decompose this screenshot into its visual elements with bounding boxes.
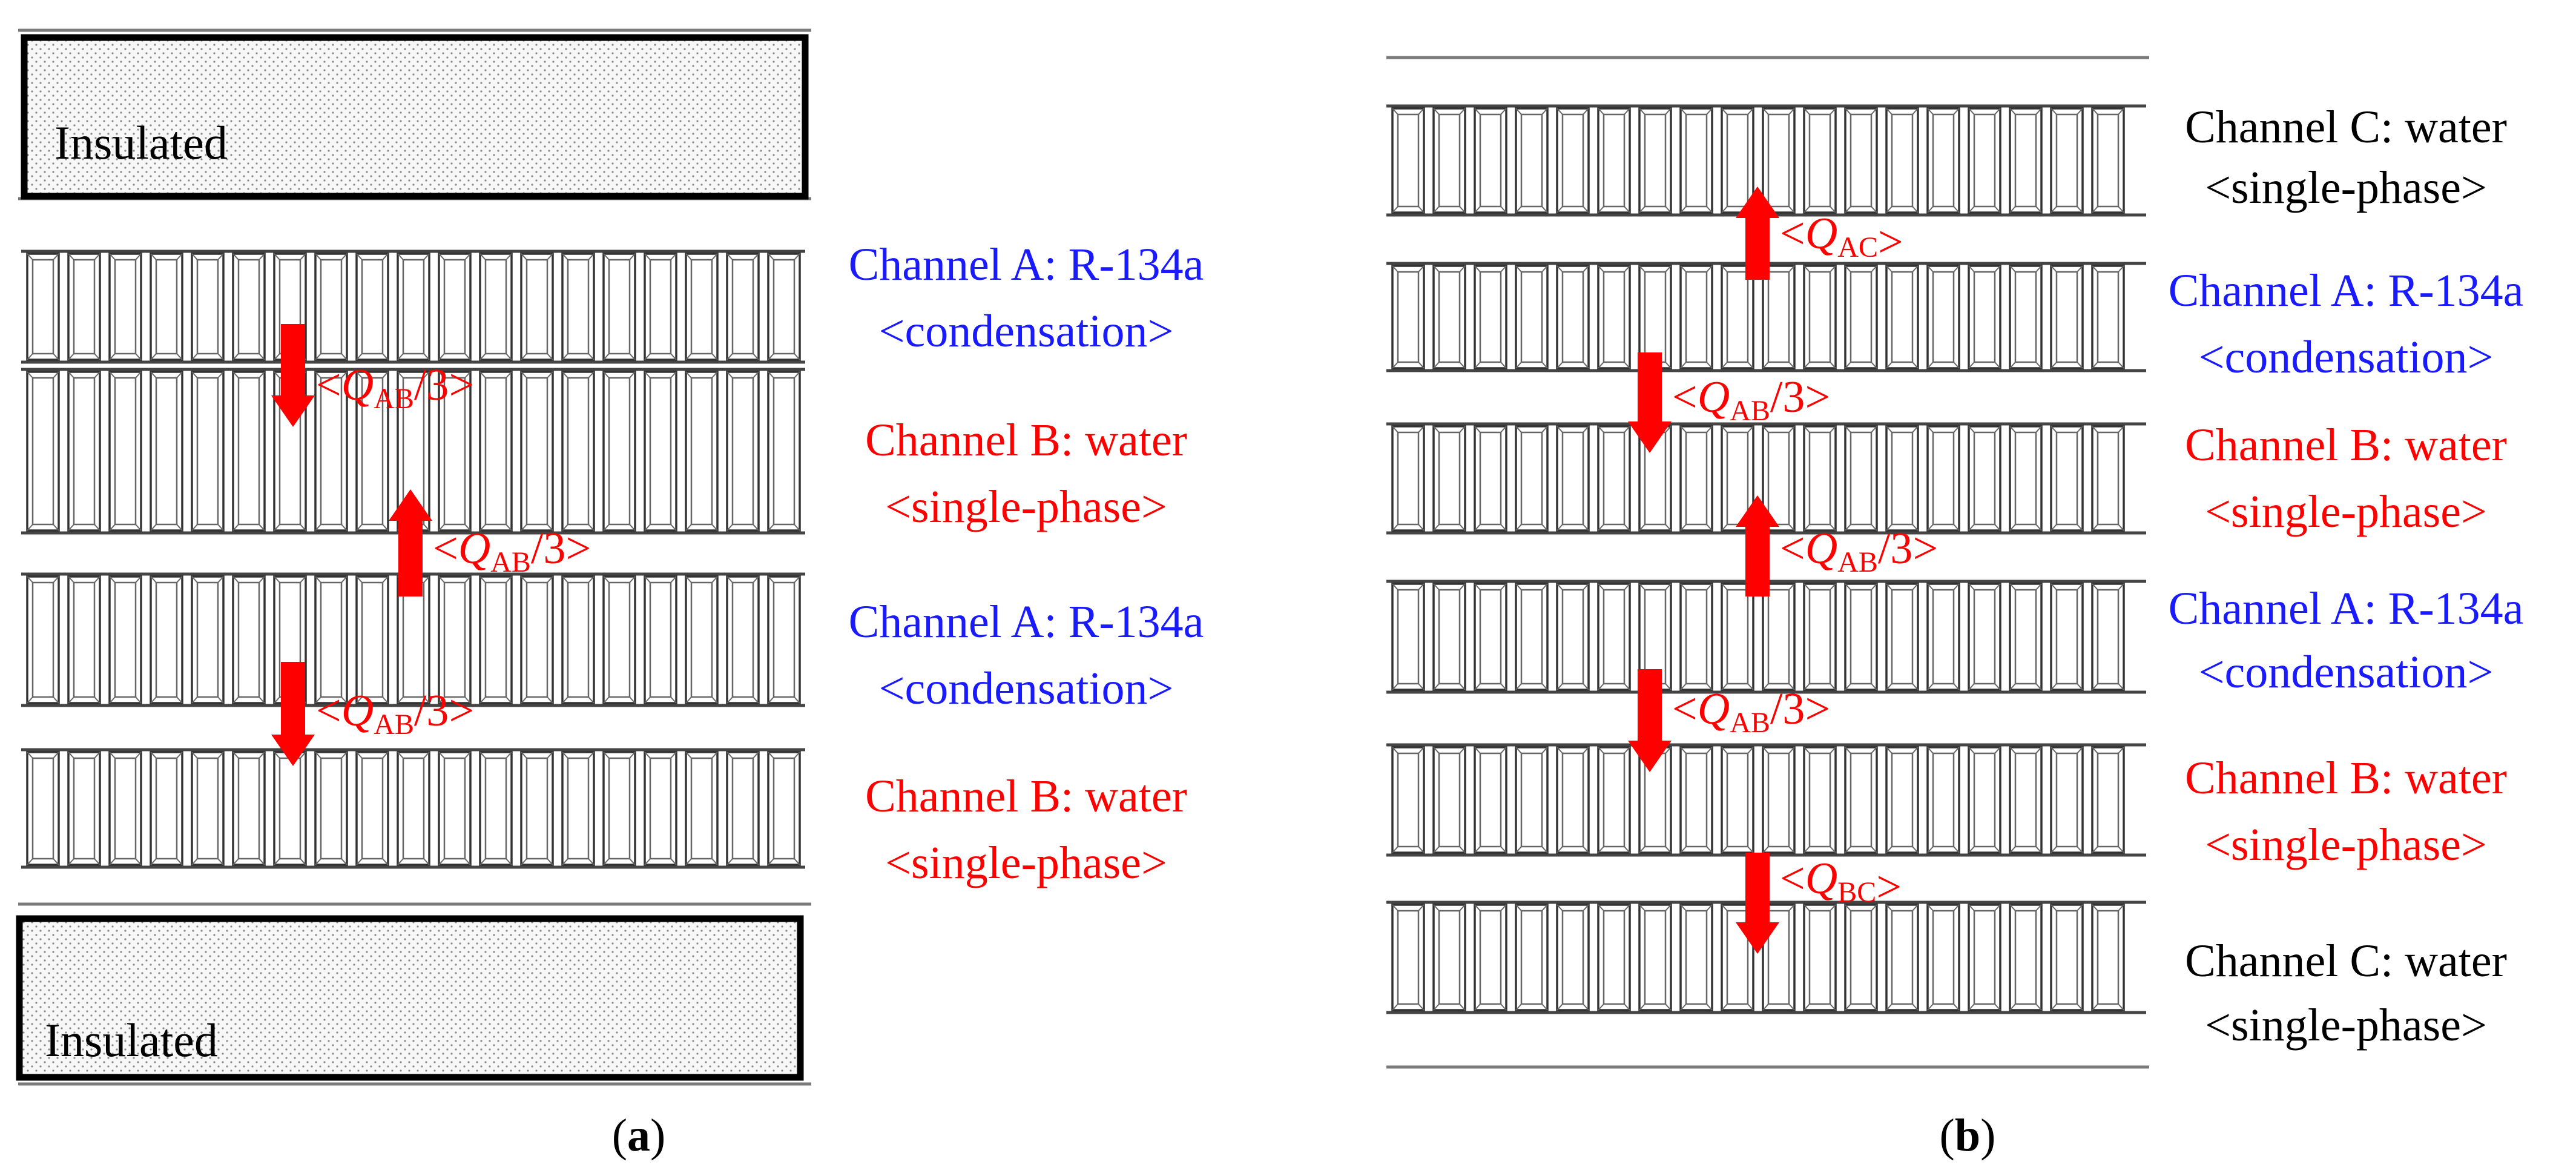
channel-label-line2: <single-phase>	[2205, 819, 2487, 870]
channel-label-line2: <condensation>	[2199, 332, 2494, 383]
panel-b-channel-stack	[1386, 104, 2146, 1014]
heat-flow-label: <QAB/3>	[1672, 684, 1830, 739]
channel-label-line1: Channel C: water	[2185, 102, 2507, 153]
channel-label-line1: Channel A: R-134a	[2169, 583, 2524, 634]
heat-flow-label: <QAB/3>	[433, 524, 591, 578]
panel-a-channel-labels: Channel A: R-134a <condensation> Channel B…	[849, 239, 1204, 888]
heat-flow-arrow: <QAB/3>	[1628, 669, 1830, 772]
channel-label-line2: <single-phase>	[2205, 162, 2487, 213]
insulated-block-bottom	[16, 915, 804, 1081]
panel-b-channel-labels: Channel C: water <single-phase> Channel A:…	[2169, 102, 2524, 1051]
channel-label-line2: <condensation>	[2199, 647, 2494, 698]
insulated-block-top	[21, 34, 809, 200]
heat-flow-arrow: <QAB/3>	[389, 489, 591, 596]
heat-flow-arrow: <QAB/3>	[1736, 495, 1938, 596]
heat-flow-label: <QAB/3>	[316, 360, 474, 415]
heat-flow-label: <QAB/3>	[1780, 524, 1938, 578]
channel-label-line2: <single-phase>	[885, 481, 1167, 532]
channel-row	[21, 249, 805, 364]
panel-b-caption: (b)	[1940, 1110, 1996, 1161]
heat-flow-label: <QAC>	[1780, 209, 1903, 267]
heat-flow-arrow: <QAB/3>	[1628, 352, 1830, 453]
channel-label-line2: <single-phase>	[2205, 1000, 2487, 1051]
channel-label-line1: Channel B: water	[2185, 420, 2507, 471]
panel-a-heat-flows: <QAB/3> <QAB/3> <QAB/3>	[271, 324, 591, 766]
channel-label-line1: Channel B: water	[865, 415, 1187, 466]
panel-a: Insulated Channel A: R-134a <condensation…	[16, 28, 1204, 1161]
heat-flow-label: <QAB/3>	[1672, 372, 1830, 427]
insulated-label-top: Insulated	[54, 116, 228, 169]
heat-flow-arrow: <QAB/3>	[271, 662, 474, 766]
heat-flow-arrow: <QAC>	[1736, 187, 1903, 280]
channel-row	[1386, 580, 2146, 694]
heat-flow-arrow: <QBC>	[1736, 853, 1902, 954]
channel-label-line1: Channel A: R-134a	[2169, 265, 2524, 316]
channel-label-line1: Channel B: water	[865, 771, 1187, 822]
channel-label-line2: <single-phase>	[885, 838, 1167, 888]
panel-a-caption: (a)	[612, 1110, 666, 1161]
channel-label-line1: Channel C: water	[2185, 936, 2507, 986]
heat-flow-arrow: <QAB/3>	[271, 324, 474, 427]
channel-row	[1386, 262, 2146, 372]
channel-row	[1386, 104, 2146, 217]
channel-label-line1: Channel A: R-134a	[849, 239, 1204, 290]
channel-label-line1: Channel B: water	[2185, 753, 2507, 804]
panel-b-heat-flows: <QAC> <QAB/3> <QAB/3> <QAB/3> <QBC>	[1628, 187, 1938, 954]
channel-label-line1: Channel A: R-134a	[849, 596, 1204, 647]
channel-label-line2: <condensation>	[879, 306, 1174, 357]
insulated-label-bottom: Insulated	[45, 1014, 218, 1066]
heat-flow-label: <QBC>	[1780, 854, 1902, 912]
channel-row	[21, 572, 805, 707]
channel-label-line2: <single-phase>	[2205, 486, 2487, 537]
heat-flow-label: <QAB/3>	[316, 686, 474, 741]
channel-row	[1386, 743, 2146, 857]
panel-b: Channel C: water <single-phase> Channel A:…	[1386, 56, 2524, 1161]
channel-label-line2: <condensation>	[879, 663, 1174, 714]
channel-row	[1386, 900, 2146, 1014]
channel-row	[21, 748, 805, 869]
